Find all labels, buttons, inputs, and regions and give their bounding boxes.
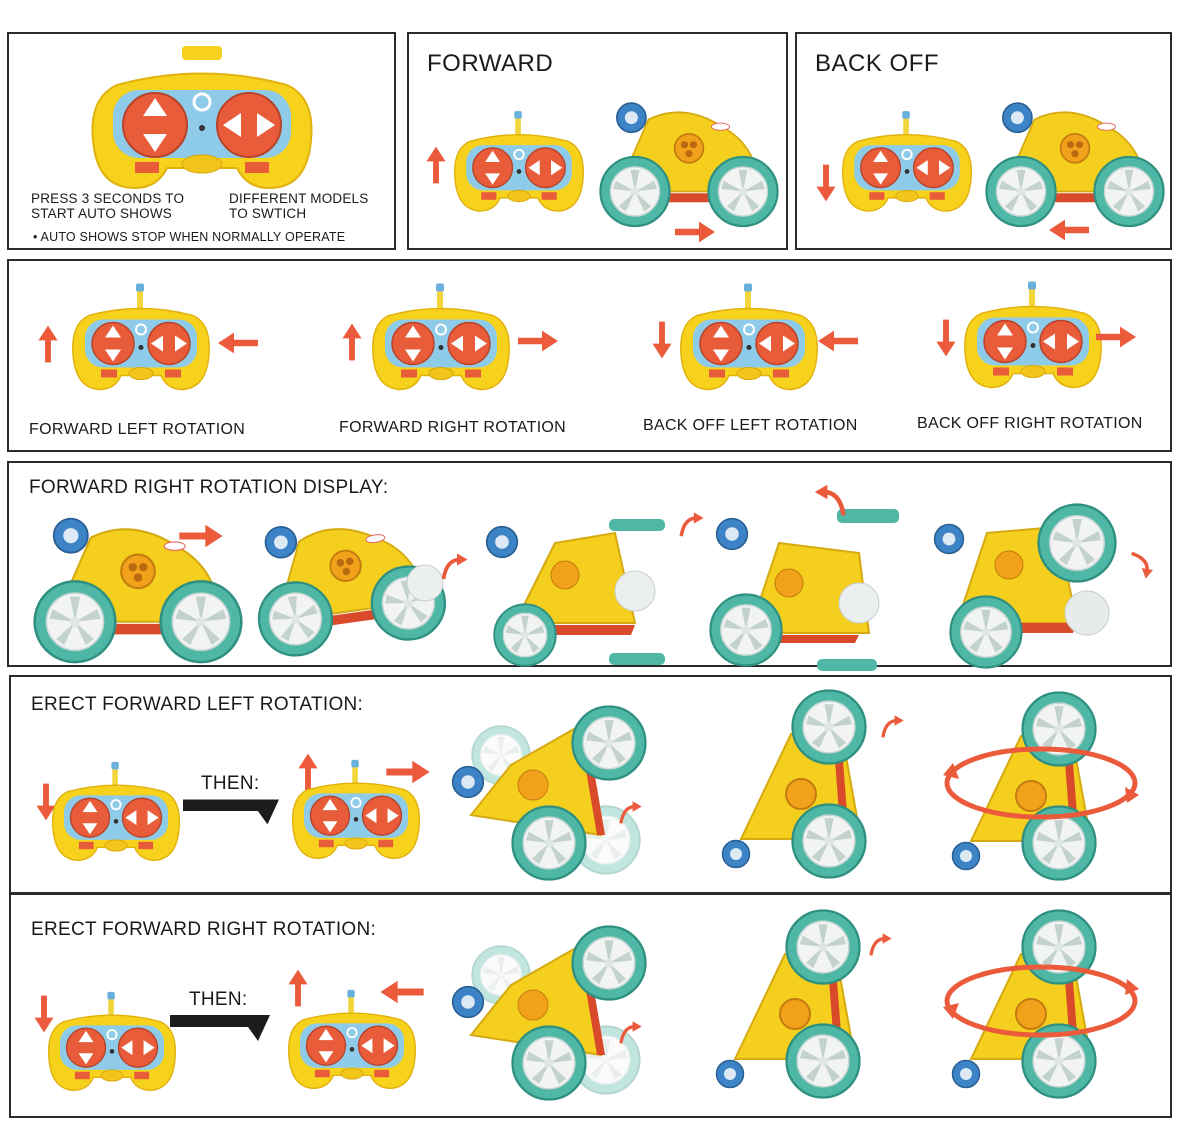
- right-arrow-icon: [386, 760, 430, 784]
- right-arrow-icon: [518, 330, 558, 352]
- display-title: FORWARD RIGHT ROTATION DISPLAY:: [29, 477, 389, 498]
- rotation-label: BACK OFF RIGHT ROTATION: [917, 415, 1143, 432]
- auto-show-note: • AUTO SHOWS STOP WHEN NORMALLY OPERATE: [33, 230, 346, 244]
- erect-left-panel: ERECT FORWARD LEFT ROTATION: THEN:: [9, 675, 1172, 894]
- curved-arrow-icon: [439, 545, 469, 589]
- back-off-panel: BACK OFF: [795, 32, 1172, 250]
- controller-closeup-image: [91, 46, 313, 190]
- then-arrow-icon: [183, 799, 279, 825]
- erect-left-title: ERECT FORWARD LEFT ROTATION:: [31, 694, 364, 715]
- rotation-label: FORWARD LEFT ROTATION: [29, 421, 246, 438]
- controller-image: [453, 109, 585, 213]
- rotation-label: FORWARD RIGHT ROTATION: [339, 419, 567, 436]
- car-flipping-image: [709, 509, 899, 671]
- rotation-item: FORWARD LEFT ROTATION: [9, 261, 299, 451]
- right-arrow-icon: [179, 524, 223, 548]
- up-arrow-icon: [342, 323, 362, 361]
- down-arrow-icon: [652, 321, 672, 359]
- curved-arrow-icon: [879, 707, 905, 747]
- then-arrow-icon: [170, 1015, 270, 1041]
- controller-image: [963, 280, 1103, 389]
- up-arrow-icon: [38, 325, 58, 363]
- controller-image: [47, 990, 177, 1092]
- forward-panel: FORWARD: [407, 32, 788, 250]
- rotation-item: BACK OFF RIGHT ROTATION: [889, 261, 1172, 451]
- intro-panel: PRESS 3 SECONDS TO START AUTO SHOWS DIFF…: [7, 32, 396, 250]
- car-standing-image: [485, 519, 665, 667]
- back-off-title: BACK OFF: [815, 50, 940, 77]
- up-arrow-icon: [426, 146, 446, 184]
- controller-image: [71, 282, 211, 391]
- car-spinning-image: [943, 909, 1139, 1099]
- car-lifting-image: [451, 925, 647, 1101]
- left-arrow-icon: [1049, 219, 1089, 241]
- car-erect-image: [715, 909, 875, 1099]
- left-arrow-icon: [380, 980, 424, 1004]
- car-erect-image: [721, 689, 881, 879]
- down-arrow-icon: [936, 319, 956, 357]
- curved-arrow-icon: [867, 925, 893, 965]
- different-models-label: DIFFERENT MODELS TO SWTICH: [229, 191, 369, 221]
- car-image: [985, 90, 1165, 230]
- down-arrow-icon: [816, 164, 836, 202]
- rotation-label: BACK OFF LEFT ROTATION: [643, 417, 858, 434]
- controller-image: [371, 282, 511, 391]
- right-arrow-icon: [1096, 326, 1136, 348]
- car-tilting-image: [253, 503, 443, 663]
- rotation-panel: FORWARD LEFT ROTATION FORWARD RIGHT ROTA…: [7, 259, 1172, 452]
- press-three-seconds-label: PRESS 3 SECONDS TO START AUTO SHOWS: [31, 191, 185, 221]
- curved-arrow-icon: [677, 503, 705, 547]
- controller-image: [679, 282, 819, 391]
- car-lifting-image: [451, 705, 647, 881]
- then-label: THEN:: [201, 773, 260, 794]
- left-arrow-icon: [218, 332, 258, 354]
- rotation-item: FORWARD RIGHT ROTATION: [319, 261, 609, 451]
- rotation-item: BACK OFF LEFT ROTATION: [619, 261, 909, 451]
- curved-arrow-icon: [813, 483, 849, 519]
- forward-title: FORWARD: [427, 50, 554, 77]
- left-arrow-icon: [818, 330, 858, 352]
- erect-right-panel: ERECT FORWARD RIGHT ROTATION: THEN:: [9, 893, 1172, 1118]
- then-label: THEN:: [189, 989, 248, 1010]
- car-inverted-image: [933, 503, 1117, 669]
- right-arrow-icon: [675, 221, 715, 243]
- controller-image: [51, 760, 181, 862]
- controller-image: [841, 109, 973, 213]
- car-spinning-image: [943, 691, 1139, 881]
- rotation-display-panel: FORWARD RIGHT ROTATION DISPLAY:: [7, 461, 1172, 671]
- car-image: [599, 90, 779, 230]
- erect-right-title: ERECT FORWARD RIGHT ROTATION:: [31, 919, 377, 940]
